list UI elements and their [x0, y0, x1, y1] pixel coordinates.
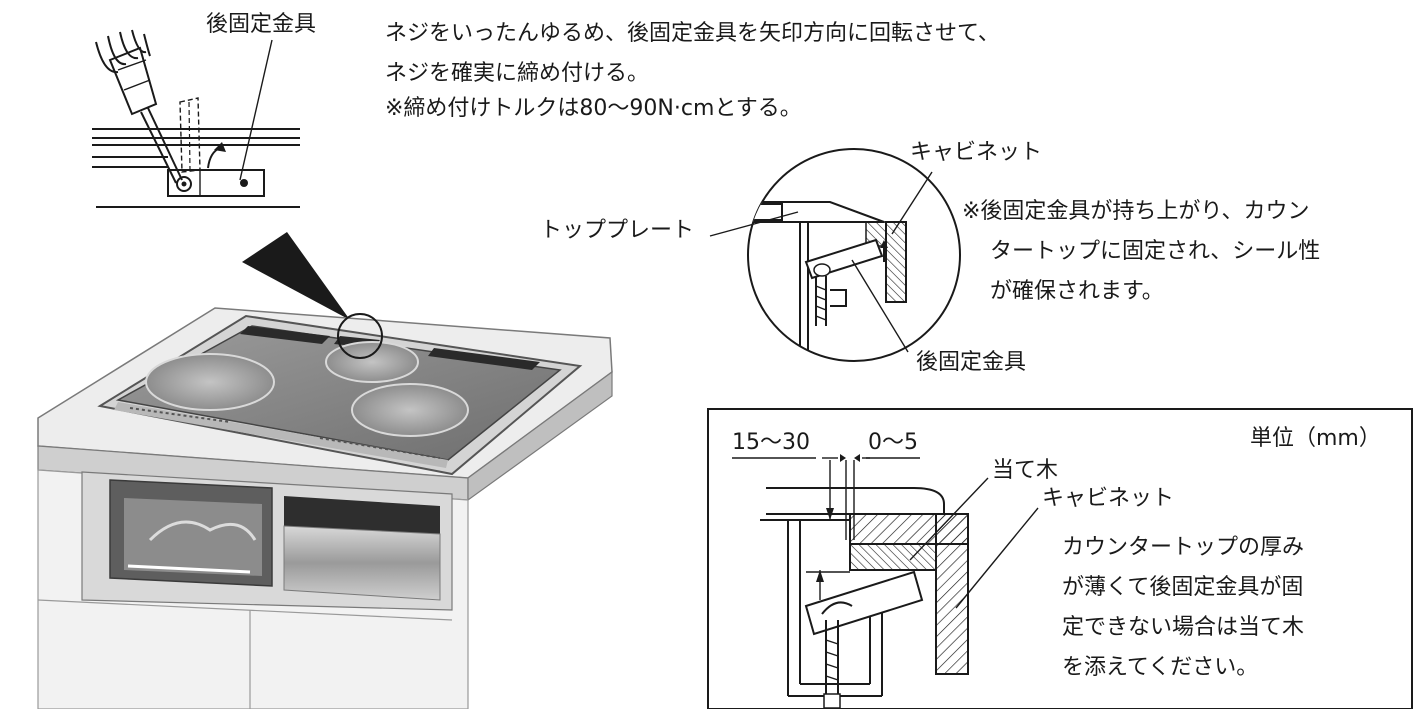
box-detail	[707, 408, 1413, 709]
box-desc-line-1: カウンタートップの厚み	[1062, 535, 1305, 560]
box-desc-line-2: が薄くて後固定金具が固	[1062, 575, 1304, 600]
zoom-pointer	[242, 232, 350, 320]
note-line-1: ※後固定金具が持ち上がり、カウン	[962, 199, 1310, 224]
dimension-right: 0〜5	[868, 430, 918, 455]
unit-label: 単位（mm）	[1250, 426, 1381, 451]
dimension-left: 15〜30	[732, 430, 810, 455]
label-cabinet-circle: キャビネット	[910, 140, 1043, 165]
note-line-2: タートップに固定され、シール性	[990, 239, 1321, 264]
note-line-3: が確保されます。	[990, 279, 1164, 304]
label-rear-bracket-top: 後固定金具	[206, 12, 317, 37]
label-rear-bracket-circle: 後固定金具	[916, 350, 1027, 375]
label-top-plate: トッププレート	[540, 218, 695, 243]
circle-detail	[709, 148, 961, 362]
label-wood-block: 当て木	[992, 458, 1059, 483]
cooktop-illustration	[37, 307, 613, 709]
box-desc-line-4: を添えてください。	[1062, 655, 1259, 680]
instruction-line-3: ※締め付けトルクは80〜90N·cmとする。	[385, 96, 802, 121]
box-desc-line-3: 定できない場合は当て木	[1062, 615, 1305, 640]
instruction-line-1: ネジをいったんゆるめ、後固定金具を矢印方向に回転させて、	[385, 21, 1000, 46]
screwdriver-detail	[92, 29, 300, 208]
instruction-line-2: ネジを確実に締め付ける。	[385, 61, 650, 86]
label-cabinet-box: キャビネット	[1042, 486, 1175, 511]
